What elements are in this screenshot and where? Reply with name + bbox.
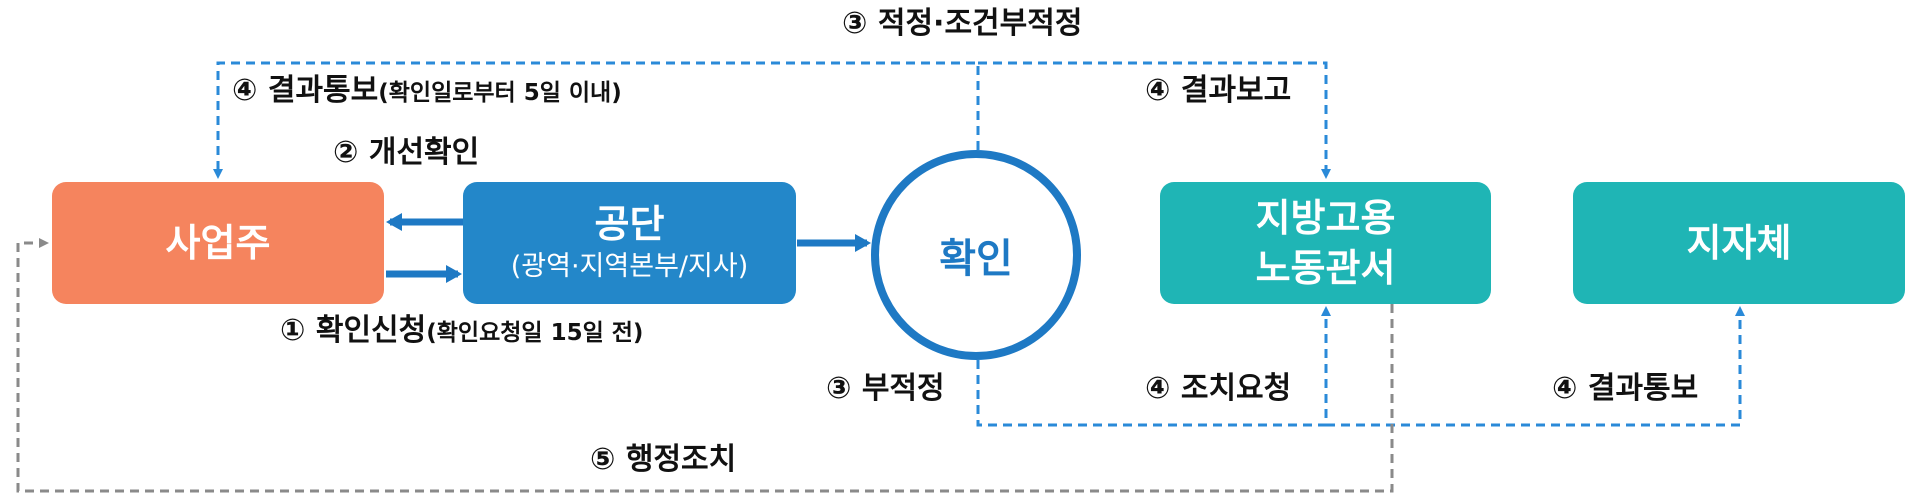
agency-title: 공단 [594,202,665,246]
label-step2: ② 개선확인 [333,135,480,170]
agency-subtitle: (광역·지역본부/지사) [510,251,749,282]
label-step4-report: ④ 결과보고 [1145,73,1292,108]
agency-node: 공단 (광역·지역본부/지사) [463,182,796,304]
labor-office-node: 지방고용 노동관서 [1160,182,1491,304]
employer-node: 사업주 [52,182,384,304]
labor-office-line2: 노동관서 [1255,246,1396,290]
label-step1-main: ① 확인신청 [280,313,427,348]
local-gov-label: 지자체 [1686,221,1792,265]
dashed-pass-to-employer [213,61,980,179]
dashed-admin-action [16,238,1394,493]
label-step4-action-request: ④ 조치요청 [1145,371,1292,406]
dashed-fail-to-labor-office [976,306,1331,427]
label-step4-notify-local: ④ 결과통보 [1552,371,1699,406]
label-step4-notify-employer-main: ④ 결과통보 [232,73,379,108]
confirm-label: 확인 [939,236,1013,282]
label-step4-notify-employer: ④ 결과통보(확인일로부터 5일 이내) [232,72,622,112]
dashed-pass-to-labor-office [978,61,1331,179]
label-step4-notify-employer-note: (확인일로부터 5일 이내) [378,80,622,106]
employer-label: 사업주 [165,221,271,265]
dashed-fail-to-local-gov [1326,306,1745,427]
label-step3-fail: ③ 부적정 [826,371,945,406]
confirm-node: 확인 [871,150,1081,360]
label-step3-pass: ③ 적정·조건부적정 [842,6,1083,41]
local-gov-node: 지자체 [1573,182,1905,304]
label-step1: ① 확인신청(확인요청일 15일 전) [280,312,643,352]
label-step5: ⑤ 행정조치 [590,442,737,477]
labor-office-line1: 지방고용 [1255,196,1396,240]
label-step1-note: (확인요청일 15일 전) [426,320,644,346]
